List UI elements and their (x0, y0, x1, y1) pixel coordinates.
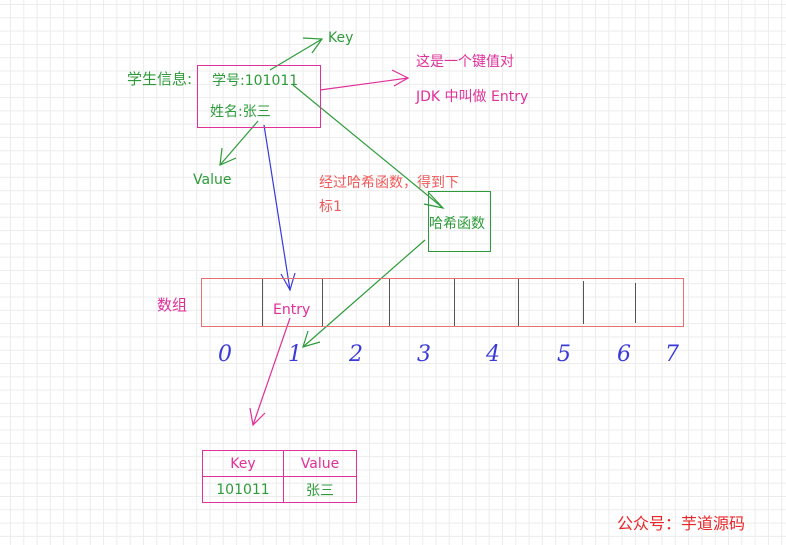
array-divider (262, 279, 264, 326)
hash-desc-line1: 经过哈希函数，得到下 (319, 175, 459, 191)
hash-function-box: 哈希函数 (428, 191, 491, 252)
arrow-to-key (269, 37, 324, 71)
array-label: 数组 (157, 296, 188, 314)
arrow-to-entry-desc (319, 69, 410, 91)
array-divider (583, 281, 585, 324)
array-divider (518, 279, 520, 326)
array-index-0: 0 (218, 342, 232, 367)
array-index-5: 5 (557, 342, 571, 367)
array-box: Entry (201, 278, 684, 327)
student-name-field: 姓名:张三 (210, 104, 271, 120)
array-divider (322, 279, 324, 326)
student-id-field: 学号:101011 (212, 73, 299, 89)
array-entry-label: Entry (273, 302, 311, 318)
arrow-to-kv-table (249, 317, 291, 427)
table-header-value: Value (283, 450, 357, 477)
array-index-1: 1 (288, 342, 302, 367)
array-index-2: 2 (349, 342, 363, 367)
array-divider (635, 283, 637, 323)
table-header-row: Key Value (202, 450, 357, 477)
value-label: Value (193, 172, 232, 188)
hash-desc-line2: 标1 (319, 199, 342, 215)
array-index-4: 4 (486, 342, 500, 367)
table-cell-key: 101011 (202, 476, 284, 503)
watermark: 公众号：芋道源码 (617, 514, 746, 533)
arrow-to-array-entry (263, 124, 296, 292)
entry-desc-line2: JDK 中叫做 Entry (416, 89, 529, 105)
array-index-7: 7 (665, 342, 679, 367)
arrow-to-value (219, 120, 259, 166)
table-header-key: Key (202, 450, 284, 477)
array-divider (454, 279, 456, 326)
arrow-to-index (302, 239, 426, 348)
student-info-box: 学号:101011 姓名:张三 (197, 65, 321, 128)
array-divider (389, 279, 391, 326)
array-index-6: 6 (617, 342, 631, 367)
array-index-3: 3 (417, 342, 431, 367)
entry-desc-line1: 这是一个键值对 (416, 54, 514, 70)
arrow-to-hash (292, 84, 445, 209)
hash-function-label: 哈希函数 (429, 216, 485, 232)
table-row: 101011 张三 (202, 476, 357, 503)
key-label: Key (328, 30, 354, 46)
student-info-label: 学生信息: (127, 70, 193, 88)
table-cell-value: 张三 (283, 476, 357, 503)
key-value-table: Key Value 101011 张三 (202, 450, 357, 503)
